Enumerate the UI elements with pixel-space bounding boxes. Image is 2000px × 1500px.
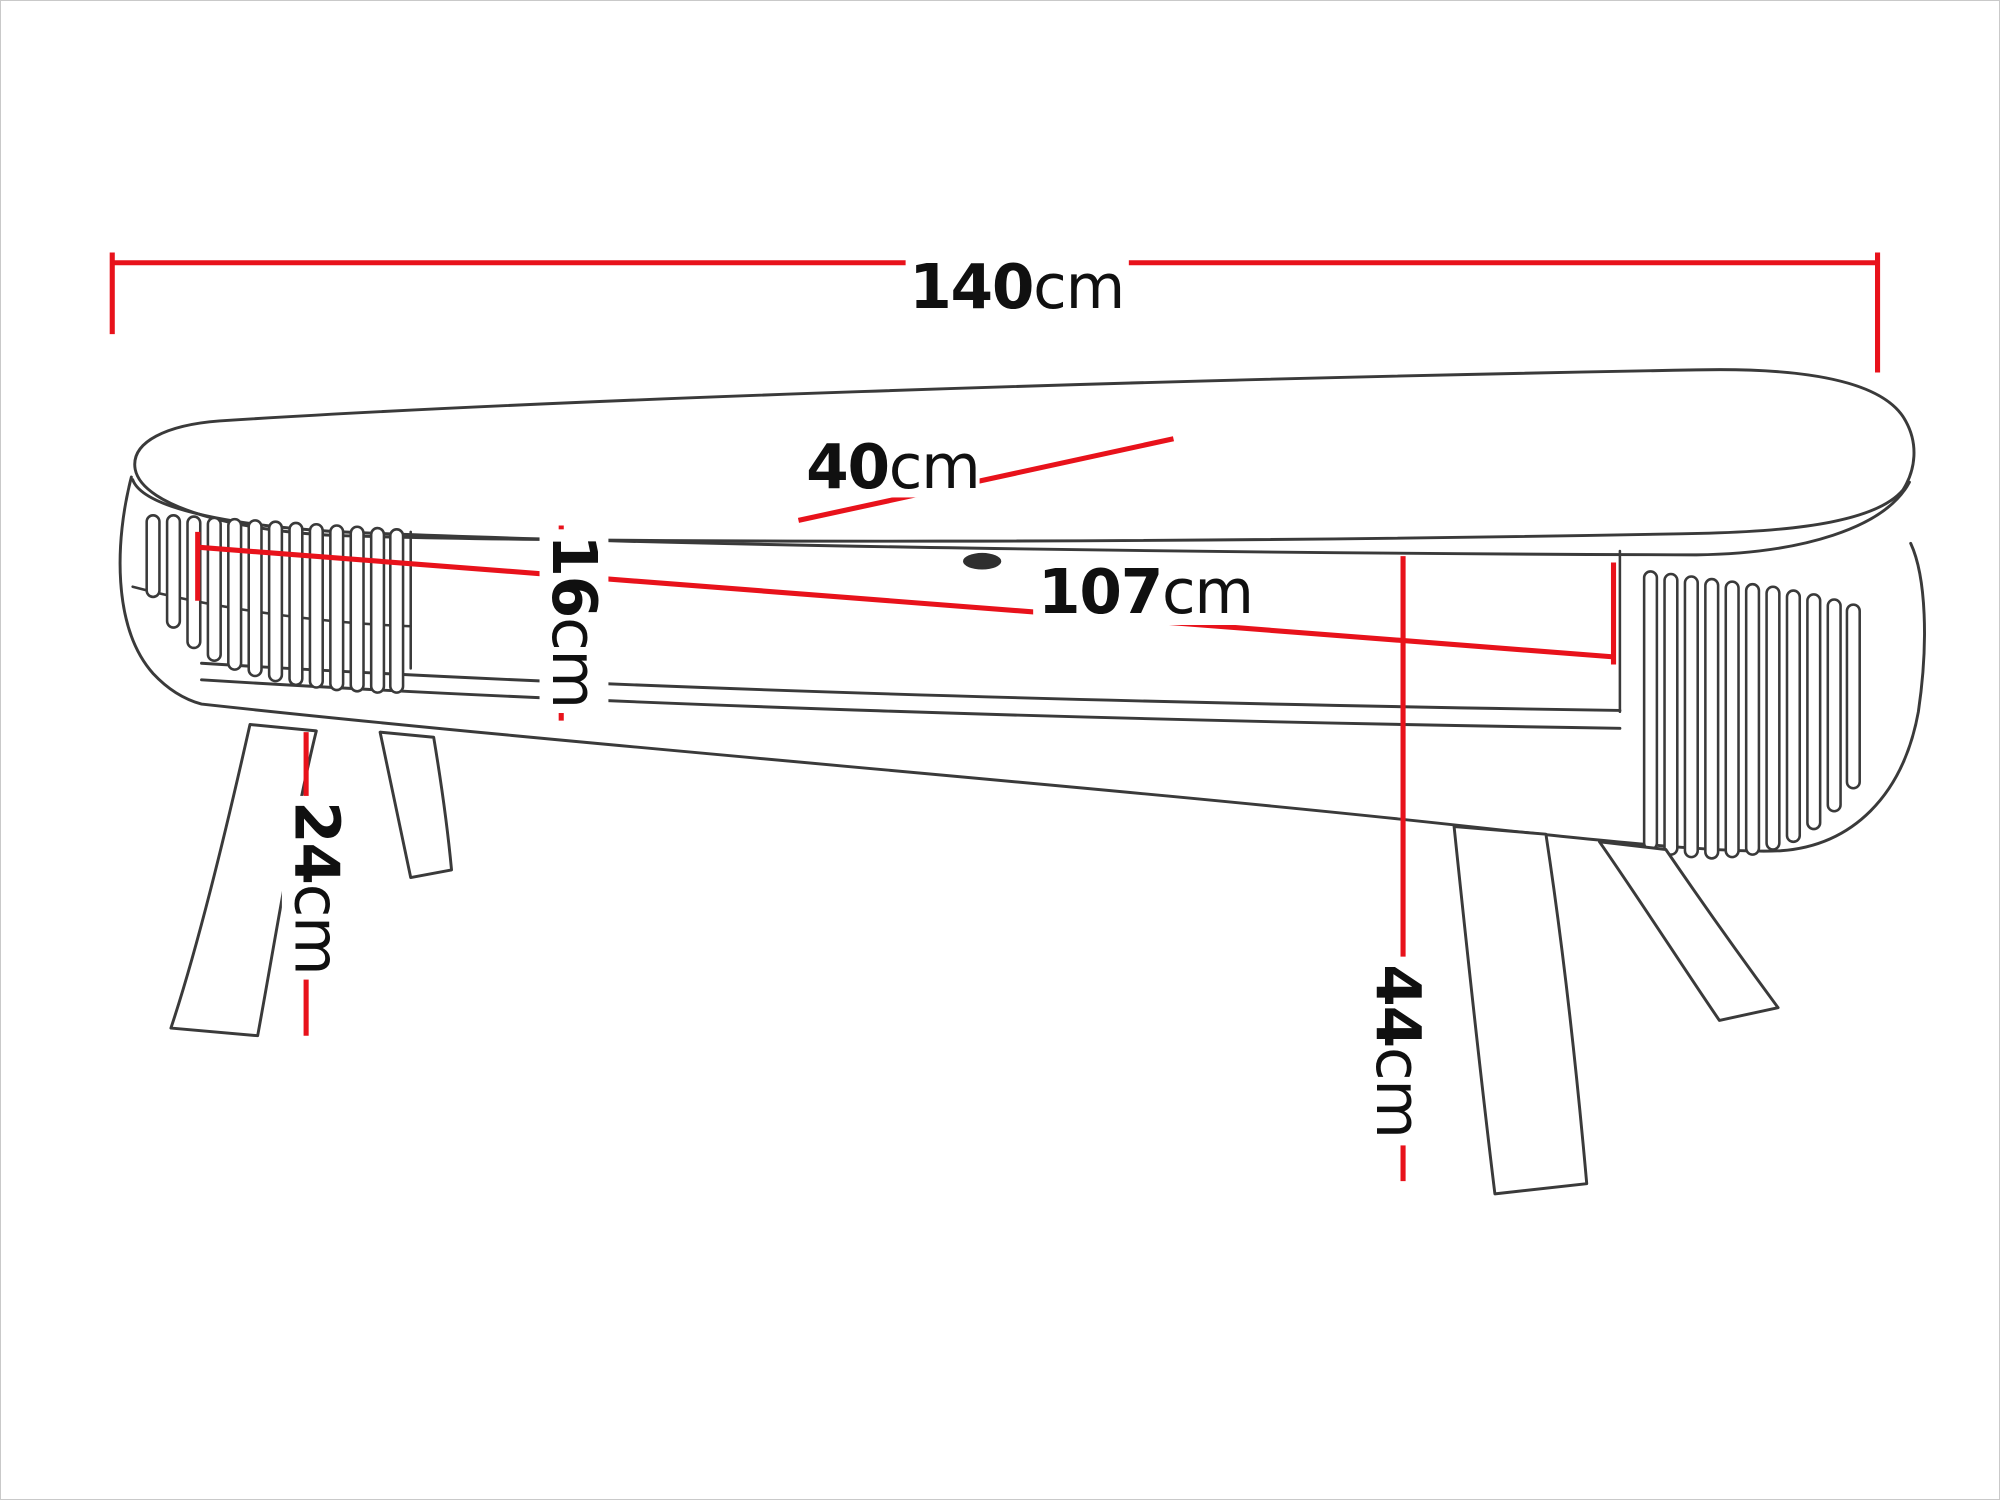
- slat: [1806, 593, 1822, 831]
- slat: [288, 521, 304, 687]
- dimension-label: 40cm: [806, 431, 979, 502]
- dimension-overall-width: 140cm: [109, 251, 1881, 373]
- dimension-unit: cm: [281, 884, 352, 975]
- dimension-unit: cm: [1362, 1047, 1433, 1138]
- back-right-leg: [1598, 840, 1780, 1022]
- dimension-value: 40: [806, 431, 889, 502]
- dimension-value: 44: [1362, 964, 1433, 1047]
- slat: [227, 517, 243, 671]
- dimension-label: 24cm: [281, 801, 352, 974]
- dimension-label: 44cm: [1362, 964, 1433, 1137]
- dimension-opening-height: 16cm: [538, 525, 609, 721]
- dimension-label: 107cm: [1038, 556, 1253, 627]
- slat: [349, 525, 365, 693]
- dimension-floor-clearance: 44cm: [1362, 556, 1433, 1182]
- dimension-value: 16: [538, 534, 609, 617]
- slat: [1683, 575, 1699, 859]
- label-background: [1363, 956, 1433, 1146]
- slat: [369, 526, 386, 694]
- label-background: [539, 529, 609, 714]
- dimension-label: 16cm: [538, 534, 609, 707]
- slat: [308, 522, 324, 689]
- slat: [1724, 580, 1740, 859]
- dimension-line: [797, 436, 1175, 523]
- slat: [1785, 589, 1802, 844]
- dimension-unit: cm: [538, 617, 609, 708]
- label-background: [1033, 558, 1258, 625]
- cable-hole: [963, 552, 1002, 570]
- dimension-unit: cm: [1162, 556, 1253, 627]
- slat: [1845, 603, 1861, 790]
- front-right-leg: [1452, 825, 1589, 1196]
- slat: [267, 520, 284, 683]
- dimension-unit: cm: [889, 431, 980, 502]
- slat: [247, 519, 263, 678]
- dimension-value: 140: [909, 251, 1033, 322]
- dimension-leg-height: 24cm: [281, 732, 352, 1036]
- left-slats: [145, 514, 405, 694]
- dimension-label: 140cm: [909, 251, 1124, 322]
- dimension-value: 24: [281, 801, 352, 884]
- dimension-depth: 40cm: [797, 431, 1175, 523]
- slat: [145, 514, 161, 599]
- body-outline: [118, 475, 1926, 853]
- rotated-label-group: 44cm: [1362, 956, 1433, 1146]
- slat: [389, 528, 405, 694]
- right-slats: [1642, 570, 1861, 860]
- slat: [1704, 577, 1720, 860]
- slat: [206, 516, 222, 662]
- slat: [1744, 582, 1761, 856]
- dimension-line: [197, 544, 1614, 660]
- rotated-label-group: 24cm: [281, 795, 352, 980]
- dimension-shelf-width: 107cm: [195, 531, 1617, 665]
- slat: [165, 514, 182, 629]
- dimension-unit: cm: [1033, 251, 1124, 322]
- back-left-leg: [378, 730, 453, 880]
- slat: [1765, 585, 1781, 851]
- slat: [1826, 598, 1842, 813]
- label-background: [905, 252, 1129, 319]
- label-background: [281, 795, 351, 980]
- rotated-label-group: 16cm: [538, 529, 609, 714]
- slat: [329, 524, 345, 692]
- dimension-value: 107: [1038, 556, 1162, 627]
- tv-stand-drawing: [118, 368, 1926, 1196]
- label-background: [806, 436, 980, 498]
